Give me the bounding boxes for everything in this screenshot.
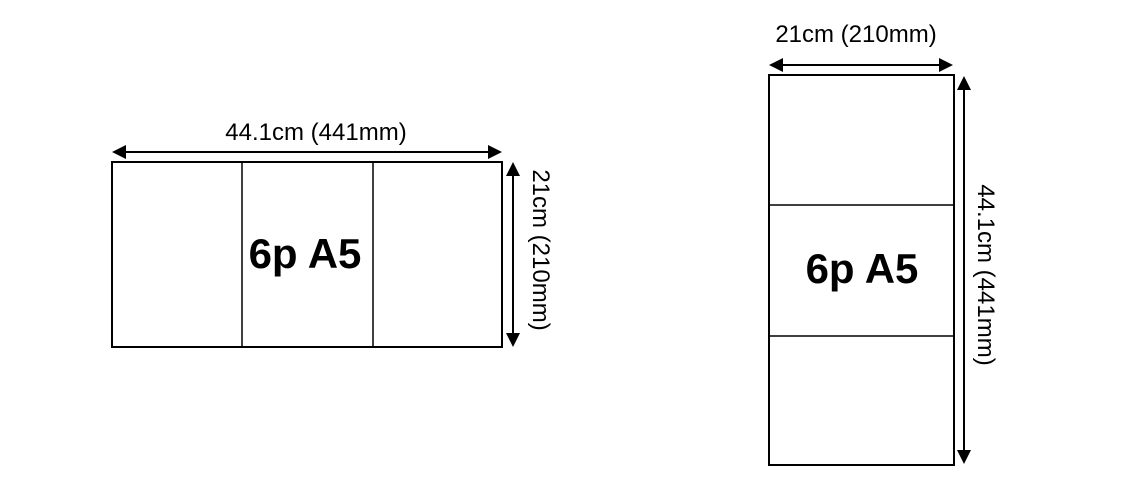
portrait-width-label: 21cm (210mm) — [775, 21, 936, 48]
landscape-width-arrow-left — [112, 145, 126, 159]
landscape-height-label: 21cm (210mm) — [527, 169, 554, 330]
portrait-layout: 21cm (210mm) 6p A5 44.1cm (441mm) — [768, 21, 999, 466]
landscape-width-label: 44.1cm (441mm) — [225, 119, 406, 146]
portrait-width-arrow-right — [939, 58, 953, 72]
portrait-width-arrow-left — [769, 58, 783, 72]
portrait-panel-label: 6p A5 — [806, 245, 919, 292]
portrait-height-arrow-top — [957, 76, 971, 90]
landscape-layout: 44.1cm (441mm) 6p A5 21cm (210mm) — [111, 119, 554, 348]
landscape-panel-label: 6p A5 — [249, 230, 362, 277]
portrait-height-arrow-bottom — [957, 450, 971, 464]
landscape-sheet — [111, 161, 503, 348]
portrait-sheet — [768, 74, 955, 466]
portrait-height-label: 44.1cm (441mm) — [972, 184, 999, 365]
landscape-height-arrow-top — [506, 162, 520, 176]
landscape-height-arrow-bottom — [506, 333, 520, 347]
landscape-width-arrow-right — [488, 145, 502, 159]
